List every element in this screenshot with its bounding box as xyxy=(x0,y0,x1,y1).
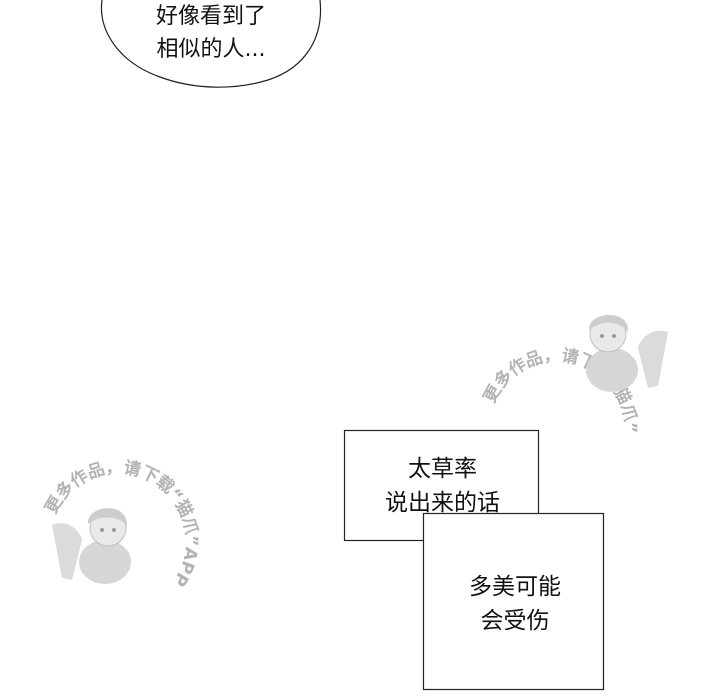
watermark-character-left-icon xyxy=(52,508,131,584)
caption-box-2 xyxy=(422,512,605,691)
caption-1-line-2: 说出来的话 xyxy=(385,490,500,516)
caption-box-1-text: 太草率 说出来的话 xyxy=(350,452,535,520)
speech-bubble-line-2: 相似的人... xyxy=(156,37,266,62)
caption-2-line-1: 多美可能 xyxy=(469,574,561,600)
speech-bubble-line-1: 好像看到了 xyxy=(155,4,266,29)
caption-2-line-2: 会受伤 xyxy=(480,608,550,634)
watermark-character-right-icon xyxy=(586,314,668,392)
watermark-left: 更多作品，请下载“猫爪”APP xyxy=(42,458,202,590)
speech-bubble-outline xyxy=(100,0,322,88)
speech-bubble-text: 好像看到了 相似的人... xyxy=(100,0,322,66)
caption-1-line-1: 太草率 xyxy=(408,456,477,482)
caption-box-2-text: 多美可能 会受伤 xyxy=(430,570,600,638)
